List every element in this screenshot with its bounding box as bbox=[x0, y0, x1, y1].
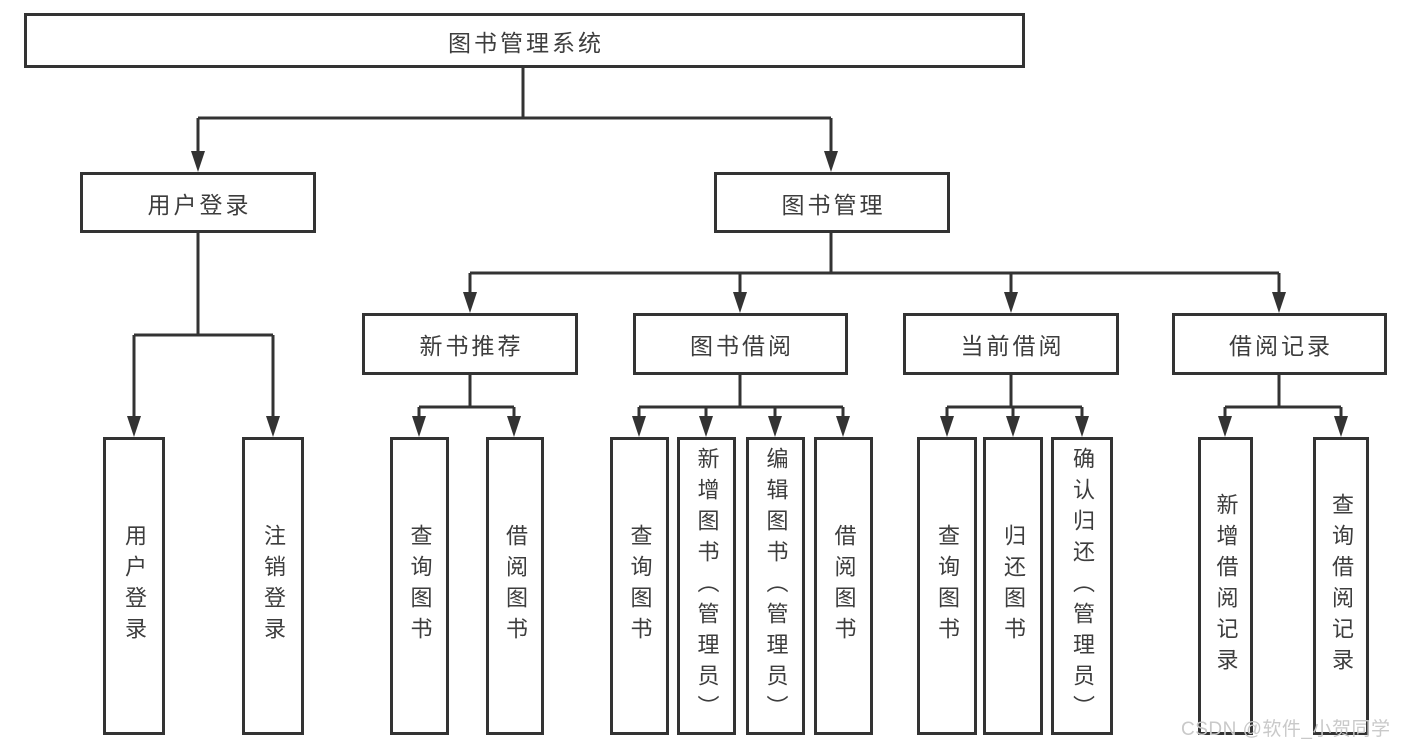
leaf-current-query-book: 查询图书 bbox=[917, 437, 977, 735]
csdn-watermark: CSDN @软件_小贺同学 bbox=[1181, 719, 1391, 740]
leaf-add-book-admin: 新增图书（管理员） bbox=[677, 437, 736, 735]
leaf-label: 确认归还（管理员） bbox=[1070, 446, 1095, 726]
leaf-label: 编辑图书（管理员） bbox=[763, 446, 789, 726]
leaf-label: 归还图书 bbox=[1001, 524, 1026, 648]
node-borrow-records: 借阅记录 bbox=[1172, 313, 1387, 375]
node-new-book-recommend: 新书推荐 bbox=[362, 313, 578, 375]
leaf-borrow-borrow-book: 借阅图书 bbox=[814, 437, 873, 735]
node-label: 当前借阅 bbox=[960, 333, 1065, 359]
node-label: 新书推荐 bbox=[419, 333, 524, 359]
node-book-management: 图书管理 bbox=[714, 172, 950, 233]
leaf-label: 注销登录 bbox=[261, 524, 286, 648]
leaf-label: 查询借阅记录 bbox=[1329, 493, 1354, 679]
leaf-add-borrow-record: 新增借阅记录 bbox=[1198, 437, 1253, 735]
leaf-label: 新增图书（管理员） bbox=[694, 446, 720, 726]
leaf-label: 用户登录 bbox=[122, 524, 147, 648]
node-label: 借阅记录 bbox=[1229, 333, 1333, 359]
leaf-newbook-query-book: 查询图书 bbox=[390, 437, 449, 735]
node-label: 图书管理系统 bbox=[448, 29, 604, 56]
leaf-label: 查询图书 bbox=[935, 524, 960, 648]
leaf-edit-book-admin: 编辑图书（管理员） bbox=[746, 437, 805, 735]
node-label: 图书管理 bbox=[781, 191, 886, 218]
node-user-login: 用户登录 bbox=[80, 172, 316, 233]
node-current-borrow: 当前借阅 bbox=[903, 313, 1119, 375]
node-book-borrow: 图书借阅 bbox=[633, 313, 848, 375]
leaf-label: 借阅图书 bbox=[831, 524, 857, 648]
leaf-label: 新增借阅记录 bbox=[1213, 493, 1239, 679]
node-root: 图书管理系统 bbox=[24, 13, 1025, 68]
leaf-user-login: 用户登录 bbox=[103, 437, 165, 735]
leaf-borrow-query-book: 查询图书 bbox=[610, 437, 669, 735]
leaf-logout: 注销登录 bbox=[242, 437, 304, 735]
leaf-confirm-return-admin: 确认归还（管理员） bbox=[1051, 437, 1113, 735]
leaf-label: 查询图书 bbox=[627, 524, 653, 648]
leaf-return-book: 归还图书 bbox=[983, 437, 1043, 735]
node-label: 图书借阅 bbox=[690, 333, 794, 359]
leaf-label: 查询图书 bbox=[407, 524, 433, 648]
node-label: 用户登录 bbox=[147, 191, 252, 218]
leaf-label: 借阅图书 bbox=[503, 524, 528, 648]
leaf-query-borrow-record: 查询借阅记录 bbox=[1313, 437, 1369, 735]
leaf-newbook-borrow-book: 借阅图书 bbox=[486, 437, 544, 735]
